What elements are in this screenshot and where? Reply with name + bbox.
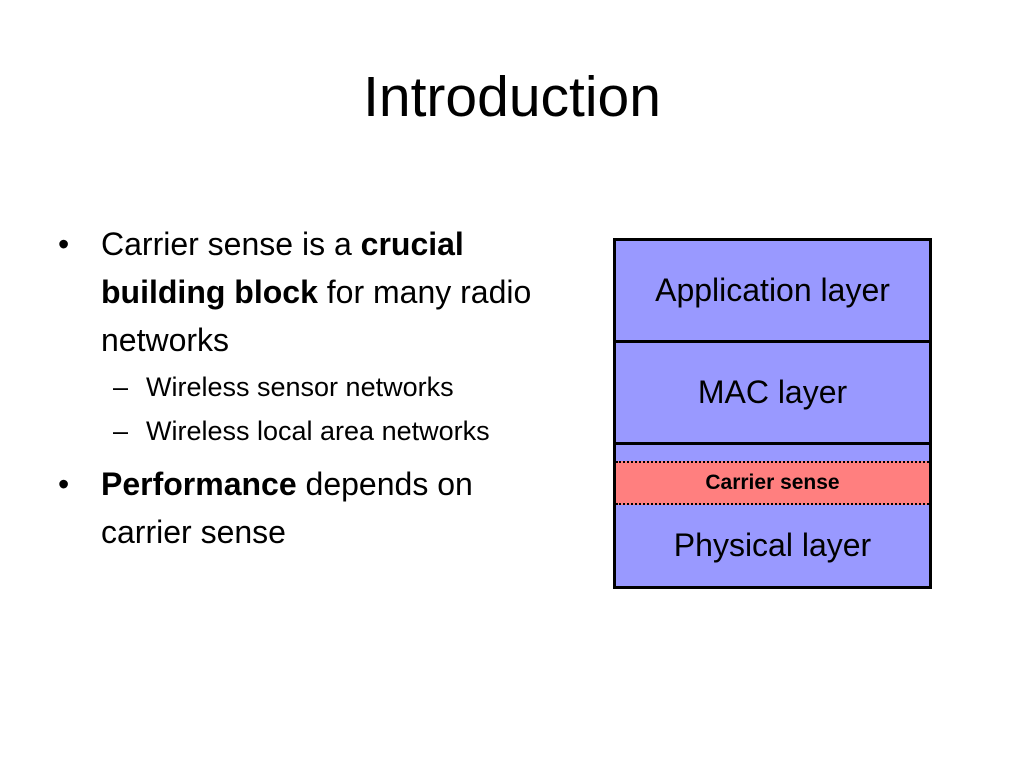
sub-bullet-text: Wireless local area networks [146, 416, 490, 446]
bullet-text: for many radio networks [101, 274, 532, 358]
sub-bullet-text: Wireless sensor networks [146, 372, 454, 402]
sub-bullet-marker: – [113, 372, 129, 402]
bullet-list: • Carrier sense is a crucial building bl… [58, 220, 558, 556]
mac-layer-box: MAC layer [616, 343, 929, 445]
physical-layer-label: Physical layer [673, 526, 872, 563]
bullet-text-bold: crucial building block [101, 226, 464, 310]
sub-bullet-item: – Wireless local area networks [58, 412, 558, 450]
bullet-marker: • [58, 226, 70, 262]
sub-bullet-item: – Wireless sensor networks [58, 368, 558, 406]
bullet-item: • Performance depends on carrier sense [58, 460, 558, 556]
protocol-stack-diagram: Application layer MAC layer Carrier sens… [613, 238, 932, 589]
bullet-marker: • [58, 466, 70, 502]
slide-title: Introduction [363, 65, 661, 129]
sub-bullet-list: – Wireless sensor networks – Wireless lo… [58, 368, 558, 450]
carrier-sense-label: Carrier sense [705, 471, 840, 494]
bullet-text: Carrier sense is a [101, 226, 361, 262]
mac-layer-label: MAC layer [697, 374, 848, 410]
sub-bullet-marker: – [113, 416, 129, 446]
bullet-text: depends on carrier sense [101, 466, 473, 550]
bullet-item: • Carrier sense is a crucial building bl… [58, 220, 558, 364]
application-layer-label: Application layer [655, 272, 890, 308]
physical-layer-box: Physical layer [616, 505, 929, 585]
application-layer-box: Application layer [616, 241, 929, 343]
carrier-sense-box: Carrier sense [616, 461, 929, 505]
bullet-text-bold: Performance [101, 466, 297, 502]
